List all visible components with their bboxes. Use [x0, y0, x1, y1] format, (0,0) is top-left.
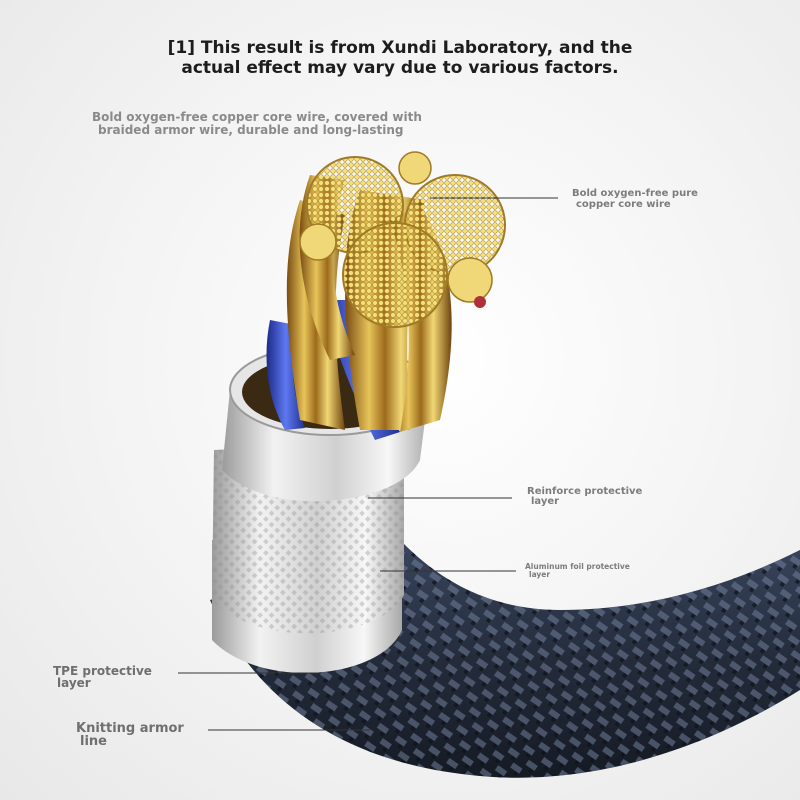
- label-knitting-line-2: line: [80, 734, 107, 749]
- label-copper-core-line-1: Bold oxygen-free pure: [572, 188, 698, 199]
- label-tpe-line-2: layer: [57, 676, 91, 690]
- page-title: [1] This result is from Xundi Laboratory…: [140, 38, 660, 78]
- label-reinforce-line-1: Reinforce protective: [527, 486, 643, 497]
- copper-core-bundles: [286, 151, 506, 432]
- label-knitting: Knitting armor line: [76, 722, 184, 748]
- label-reinforce-line-2: layer: [531, 496, 560, 507]
- label-tpe: TPE protective layer: [53, 665, 152, 689]
- title-line-1: [1] This result is from Xundi Laboratory…: [167, 38, 633, 58]
- subtitle-line-1: Bold oxygen-free copper core wire, cover…: [92, 110, 422, 124]
- label-knitting-line-1: Knitting armor: [76, 721, 184, 736]
- label-copper-core: Bold oxygen-free pure copper core wire: [572, 188, 698, 210]
- leader-lines: [178, 197, 558, 731]
- title-line-2: actual effect may vary due to various fa…: [181, 58, 619, 78]
- label-aluminum-foil-line-2: layer: [529, 570, 551, 579]
- label-tpe-line-1: TPE protective: [53, 664, 152, 678]
- label-reinforce: Reinforce protective layer: [527, 487, 642, 507]
- label-copper-core-line-2: copper core wire: [576, 199, 671, 210]
- subtitle: Bold oxygen-free copper core wire, cover…: [92, 111, 492, 137]
- subtitle-line-2: braided armor wire, durable and long-las…: [98, 123, 404, 137]
- label-aluminum-foil-line-1: Aluminum foil protective: [525, 562, 630, 571]
- label-aluminum-foil: Aluminum foil protective layer: [525, 563, 630, 579]
